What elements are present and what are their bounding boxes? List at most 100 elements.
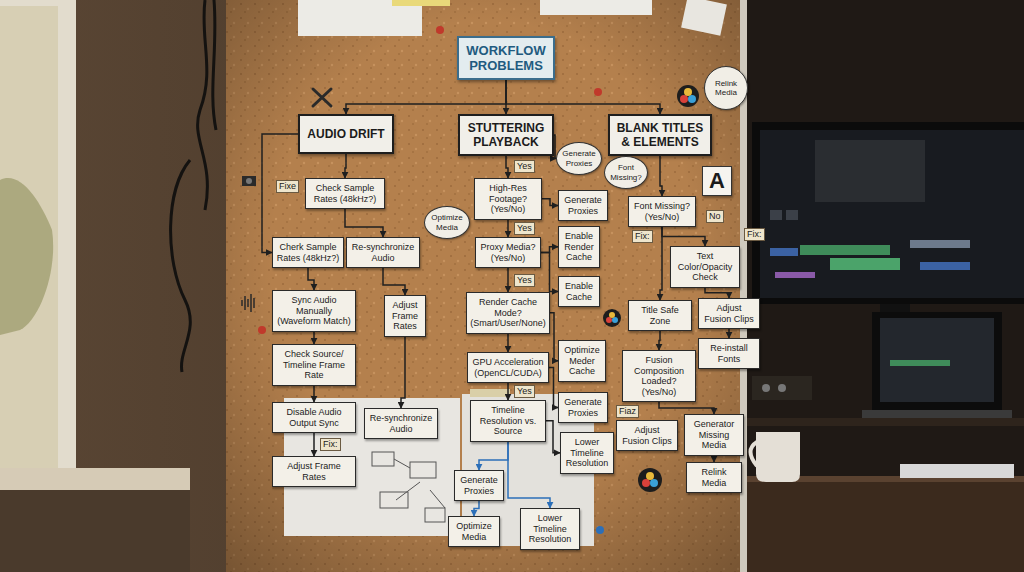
process-box: Generate Proxies (558, 190, 608, 221)
pushpins (258, 326, 266, 334)
node-text: Timeline Resolution vs. Source (474, 405, 542, 437)
audio-interface (752, 376, 812, 400)
process-box: Optimize Media (448, 516, 500, 547)
waveform-icon (242, 294, 254, 312)
process-box: Disable Audio Output Sync (272, 402, 356, 433)
laptop (862, 312, 1012, 418)
resolve-logo (612, 317, 618, 323)
resolve-logo (638, 468, 662, 492)
monitor (910, 240, 970, 248)
process-box: Adjust Frame Rates (272, 456, 356, 487)
monitor (920, 262, 970, 270)
monitor (800, 245, 890, 255)
process-box: Cherk Sample Rates (48kHz?) (272, 237, 344, 268)
camera-icon (242, 176, 256, 186)
node-text: Adjust Frame Rates (388, 300, 422, 332)
node-text: Lower Timeline Resolution (564, 437, 610, 469)
node-text: Title Safe Zone (632, 305, 688, 326)
problem-header: STUTTERING PLAYBACK (458, 114, 554, 156)
title-box: WORKFLOW PROBLEMS (457, 36, 555, 80)
resolve-logo (609, 312, 615, 318)
process-box: Optimize Meder Cache (558, 340, 606, 382)
resolve-logo (688, 95, 696, 103)
connector (313, 433, 315, 456)
laptop (872, 312, 1002, 410)
node-text: Enable Cache (562, 281, 596, 302)
process-box: Sync Audio Manually (Waveform Match) (272, 290, 356, 332)
connector (728, 329, 730, 338)
audio-interface (752, 376, 812, 400)
monitor (752, 122, 1024, 314)
process-box: Fusion Composition Loaded? (Yes/No) (622, 350, 696, 402)
connector (313, 332, 315, 345)
process-box: Font Missing? (Yes/No) (628, 196, 696, 227)
waveform-icon (242, 294, 254, 312)
node-text: Fusion Composition Loaded? (Yes/No) (626, 355, 692, 397)
note-oval: Font Missing? (604, 156, 648, 189)
pushpins (596, 526, 604, 534)
note-label: Yes (514, 274, 535, 287)
note-label: Yes (514, 160, 535, 173)
resolve-logo (606, 317, 612, 323)
problem-header: AUDIO DRIFT (298, 114, 394, 154)
connector (549, 368, 558, 408)
resolve-logo (677, 85, 699, 107)
node-text: Generate Proxies (561, 149, 597, 168)
pushpins (594, 88, 602, 96)
node-text: GPU Acceleration (OpenCL/CUDA) (471, 357, 545, 378)
process-box: Re-synchronize Audio (346, 237, 420, 268)
pushpins (436, 26, 444, 34)
node-text: A (703, 168, 731, 194)
note-label: Fiaz (616, 405, 639, 418)
window-sill (0, 468, 190, 490)
problem-header: BLANK TITLES & ELEMENTS (608, 114, 712, 156)
connector (507, 334, 509, 353)
connector (345, 154, 346, 178)
node-text: Generator Missing Media (688, 419, 740, 451)
monitor (752, 122, 1024, 304)
node-text: Generate Proxies (562, 195, 604, 216)
cables (171, 160, 191, 372)
process-box: Text Color/Opacity Check (670, 246, 740, 288)
pinned-papers (392, 0, 450, 6)
sketch (372, 452, 394, 466)
process-box: Generator Missing Media (684, 414, 744, 456)
sketch (410, 462, 436, 478)
monitor (770, 248, 798, 256)
sketch (425, 508, 445, 522)
node-text: Render Cache Mode? (Smart/User/None) (470, 297, 546, 329)
process-box: Relink Media (686, 462, 742, 493)
node-text: Check Source/ Timeline Frame Rate (276, 349, 352, 381)
note-label: Fix: (744, 228, 765, 241)
connector (507, 268, 509, 292)
process-box: Lower Timeline Resolution (520, 508, 580, 550)
shelf (747, 418, 1024, 426)
laptop (862, 410, 1012, 418)
note-oval: Generate Proxies (556, 142, 602, 175)
node-text: Adjust Frame Rates (276, 461, 352, 482)
mug (751, 432, 801, 482)
connector (542, 199, 558, 206)
connector (345, 209, 383, 237)
resolve-logo (638, 468, 662, 492)
process-box: Proxy Media? (Yes/No) (475, 237, 541, 268)
connector (506, 80, 660, 114)
audio-interface (778, 384, 786, 392)
camera-icon (246, 178, 252, 184)
sketch (394, 459, 445, 508)
node-text: Check Sample Rates (48kHz?) (309, 183, 381, 204)
note-label: Yes (514, 222, 535, 235)
node-text: Adjust Fusion Clips (702, 303, 756, 324)
cables (171, 0, 216, 372)
node-text: Lower Timeline Resolution (524, 513, 576, 545)
connector (660, 156, 662, 196)
connector (308, 268, 314, 290)
connector (346, 80, 506, 114)
process-box: Render Cache Mode? (Smart/User/None) (466, 292, 550, 334)
note-label: No (706, 210, 724, 223)
pushpins (258, 26, 604, 534)
resolve-logo (603, 309, 621, 327)
node-text: AUDIO DRIFT (303, 127, 389, 141)
process-box: Adjust Frame Rates (384, 295, 426, 337)
